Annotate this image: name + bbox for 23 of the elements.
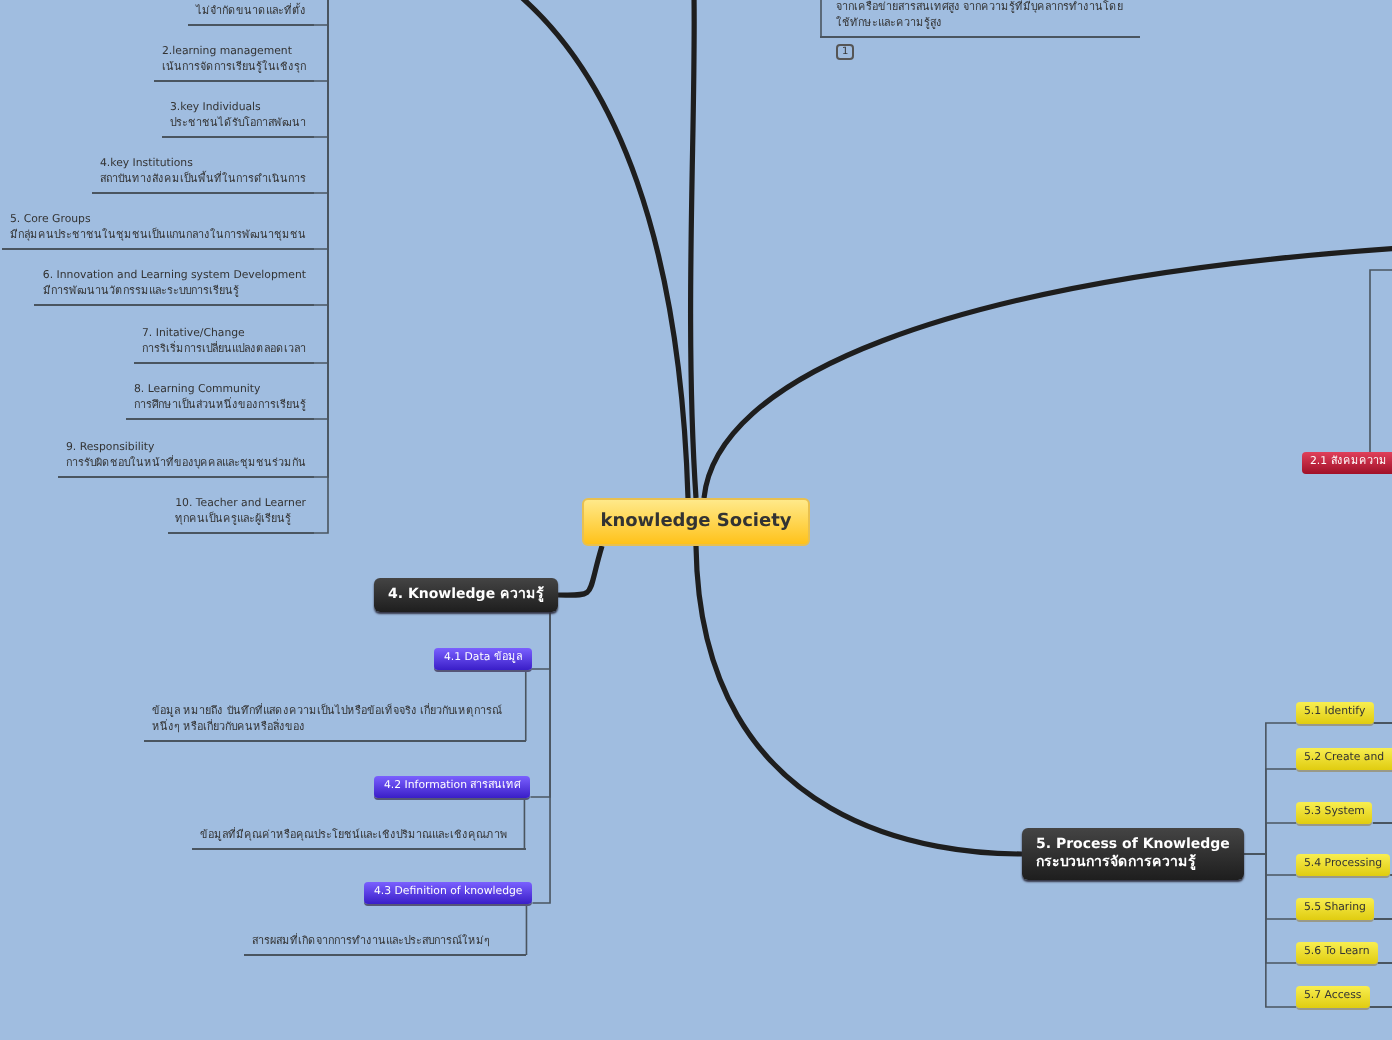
branch-connector	[558, 545, 605, 598]
tree-connector	[524, 669, 527, 742]
tree-connector	[523, 797, 526, 850]
topic-item	[34, 266, 314, 306]
branch-topic	[1022, 828, 1244, 880]
topic-item	[154, 42, 314, 82]
topic-item	[167, 494, 314, 534]
tree-connector	[531, 611, 551, 904]
topic-item	[126, 380, 314, 420]
topic-item	[134, 324, 314, 364]
tree-connector	[820, 0, 822, 39]
topic-item	[2, 210, 314, 250]
branch-connector	[693, 545, 1023, 857]
topic-item	[58, 438, 314, 478]
branch-connector	[701, 245, 1392, 499]
tree-connector	[1369, 269, 1392, 453]
topic-item	[162, 98, 314, 138]
tree-connector	[525, 903, 528, 956]
branch-connector	[518, 0, 691, 499]
topic-item	[92, 154, 314, 194]
tree-connector	[1243, 853, 1297, 1008]
branch-connector	[688, 0, 699, 499]
central-topic: knowledge Society	[582, 498, 810, 546]
